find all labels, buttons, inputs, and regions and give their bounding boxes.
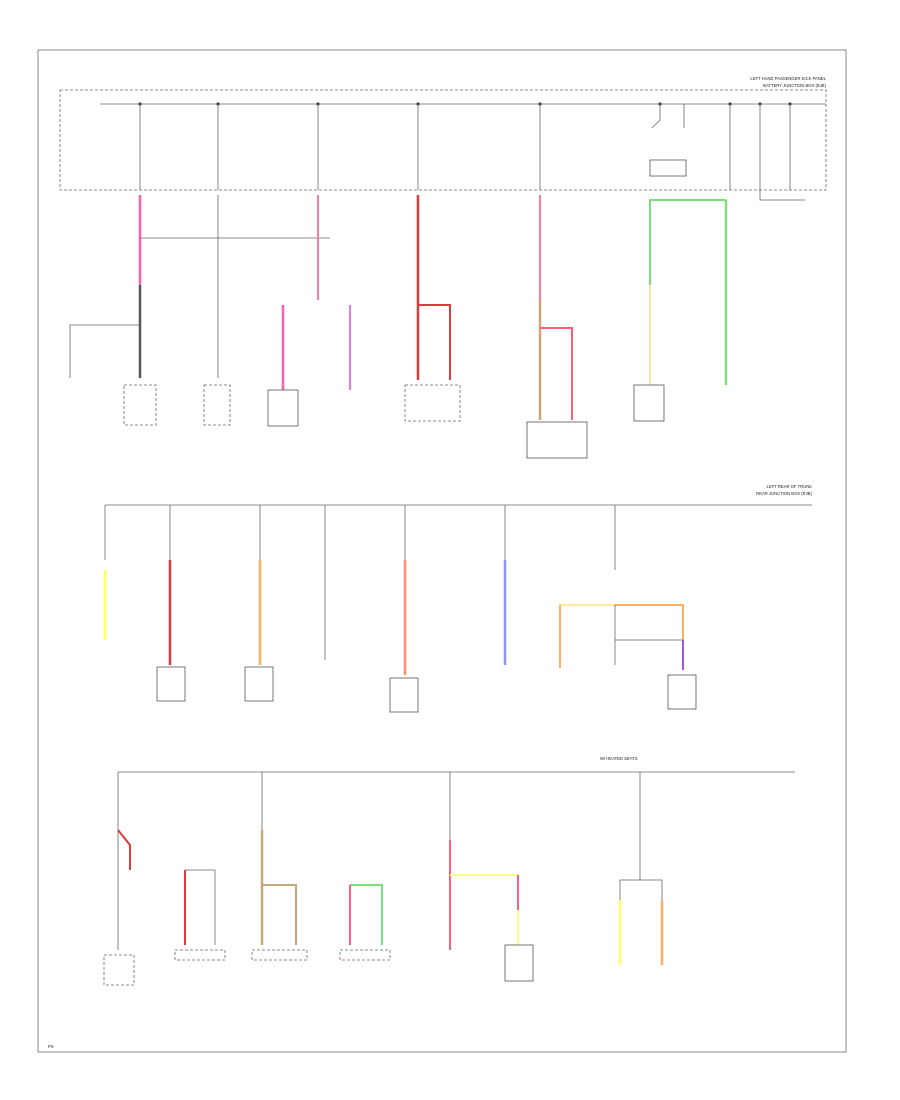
component-6 — [633, 384, 665, 422]
wire-red-4b — [418, 304, 451, 380]
component-r3 — [244, 666, 274, 702]
bjb-box — [59, 89, 827, 191]
component-r5 — [389, 677, 419, 713]
page-frame — [37, 49, 847, 1053]
wire-yellow-l4 — [450, 874, 519, 945]
wire-green-l3 — [350, 884, 383, 945]
header-bjb-line2: BATTERY JUNCTION BOX (BJB) — [763, 83, 826, 88]
wire-l1-branch — [185, 869, 216, 945]
component-2 — [203, 384, 231, 426]
wire-orange-r7b — [615, 604, 684, 668]
wire-yellow-r7 — [559, 604, 615, 668]
component-l3 — [251, 949, 308, 961]
section-rjb — [103, 504, 812, 713]
header-bjb-line1: LEFT HAND PASSENGER KICK PANEL — [750, 76, 826, 81]
wire-r7-cross — [614, 605, 683, 665]
component-l1 — [103, 954, 135, 986]
component-l5 — [504, 944, 534, 982]
footer-mark: FN — [48, 1044, 54, 1049]
component-3a — [267, 389, 299, 427]
component-r7 — [667, 674, 697, 710]
wire-stub-left — [69, 324, 140, 378]
component-4 — [404, 384, 461, 422]
heated-seats-note: W/ HEATED SEATS — [600, 756, 638, 761]
header-rjb-line1: LEFT REAR OF TRUNK — [767, 484, 813, 489]
wire-red-l1 — [117, 829, 131, 870]
relay-coil — [649, 159, 687, 177]
component-r2 — [156, 666, 186, 702]
wire-red-5b — [540, 327, 573, 420]
component-5 — [526, 421, 588, 459]
wire-tan-l2b — [262, 884, 297, 945]
component-l4 — [339, 949, 391, 961]
ground-lead — [759, 190, 805, 201]
section-lower — [103, 771, 795, 986]
component-1a — [123, 384, 157, 426]
relay-contact — [651, 104, 685, 129]
section-bjb — [59, 89, 827, 459]
header-rjb-line2: REAR JUNCTION BOX (RJB) — [756, 491, 812, 496]
wire-l5-split — [619, 840, 663, 900]
wire-green-6 — [649, 199, 726, 285]
component-l2 — [174, 949, 226, 961]
